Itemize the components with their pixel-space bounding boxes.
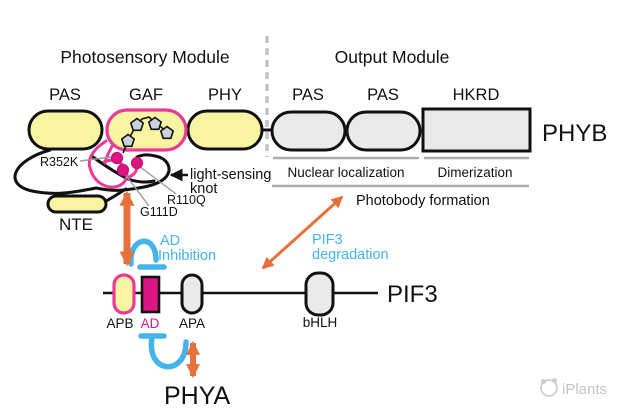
phyb-phy-domain: [186, 109, 264, 151]
photosensory-module-title: Photosensory Module: [60, 47, 229, 67]
phyb-nte-domain: [46, 194, 108, 214]
phya-inhibition-arc: [148, 335, 189, 370]
r352k-pointer-line: [79, 156, 113, 162]
phyb-name: PHYB: [542, 120, 607, 147]
chromophore-ring-1: [120, 133, 136, 148]
chromophore-rings: [120, 116, 175, 148]
iplants-logo-icon: [540, 379, 558, 397]
phyb-pas3-label: PAS: [367, 86, 399, 104]
phyb-pas2-label: PAS: [292, 86, 324, 104]
phyb-gaf-label: GAF: [129, 86, 163, 104]
pif3-ad-domain: [140, 275, 161, 314]
phyb-pas2-domain: [270, 110, 347, 152]
photobody-pif3-arrow: [261, 195, 344, 270]
ad-inhibition-label-line2: Inhibition: [158, 248, 216, 264]
g111d-pointer-line: [124, 173, 150, 207]
chromophore-ring-3: [147, 116, 163, 131]
pif3-apb-domain: [112, 273, 136, 315]
pif3-apa-domain: [180, 273, 204, 315]
phya-name: PHYA: [164, 382, 231, 410]
mutation-g111d-label: G111D: [140, 205, 178, 219]
phyb-n-terminal-loop: [13, 148, 98, 195]
mutation-dots: [110, 151, 144, 177]
phyb-phy-label: PHY: [208, 86, 242, 104]
apa-label: APA: [179, 316, 205, 331]
phyb-pas1-domain: [27, 109, 104, 151]
mutation-r110q-label: R110Q: [167, 193, 206, 207]
ad-inhibition-arc: [128, 238, 159, 267]
pif3-name: PIF3: [387, 281, 438, 308]
mutation-dot-r352k: [110, 151, 124, 165]
chromophore-ring-2: [129, 117, 145, 132]
pif3-degradation-label-line1: PIF3: [312, 232, 343, 248]
mutation-dot-g111d: [116, 163, 130, 177]
knot-loop-right: [94, 153, 171, 192]
iplants-watermark: iPlants: [540, 378, 607, 398]
dimerization-label: Dimerization: [437, 165, 512, 180]
apb-label: APB: [106, 316, 133, 331]
bhlh-label: bHLH: [303, 315, 338, 330]
knot-label-line2: knot: [190, 181, 217, 197]
mutation-r352k-label: R352K: [40, 155, 79, 169]
photobody-formation-label: Photobody formation: [356, 193, 490, 209]
phyb-pas3-domain: [345, 110, 422, 152]
mutation-dot-r110q: [130, 156, 144, 170]
iplants-logo-ear-right: [552, 378, 557, 383]
phyb-hkrd-label: HKRD: [453, 86, 500, 104]
nuclear-localization-label: Nuclear localization: [287, 165, 404, 180]
phyb-gaf-domain: [105, 108, 188, 152]
chromophore-ring-4: [159, 125, 175, 140]
nte-label: NTE: [59, 215, 93, 234]
knot-label-line1: light-sensing: [190, 167, 271, 183]
pif3-degradation-label-line2: degradation: [312, 247, 389, 263]
output-module-title: Output Module: [335, 47, 450, 67]
iplants-logo-ear-left: [541, 379, 546, 384]
r110q-pointer-line: [138, 165, 177, 195]
pif3-bhlh-domain: [304, 271, 335, 317]
ad-label: AD: [141, 316, 160, 331]
ad-inhibition-label-line1: AD: [160, 233, 180, 249]
phyb-pas1-label: PAS: [49, 86, 81, 104]
watermark-text: iPlants: [562, 381, 607, 398]
phyb-hkrd-domain: [421, 107, 532, 153]
